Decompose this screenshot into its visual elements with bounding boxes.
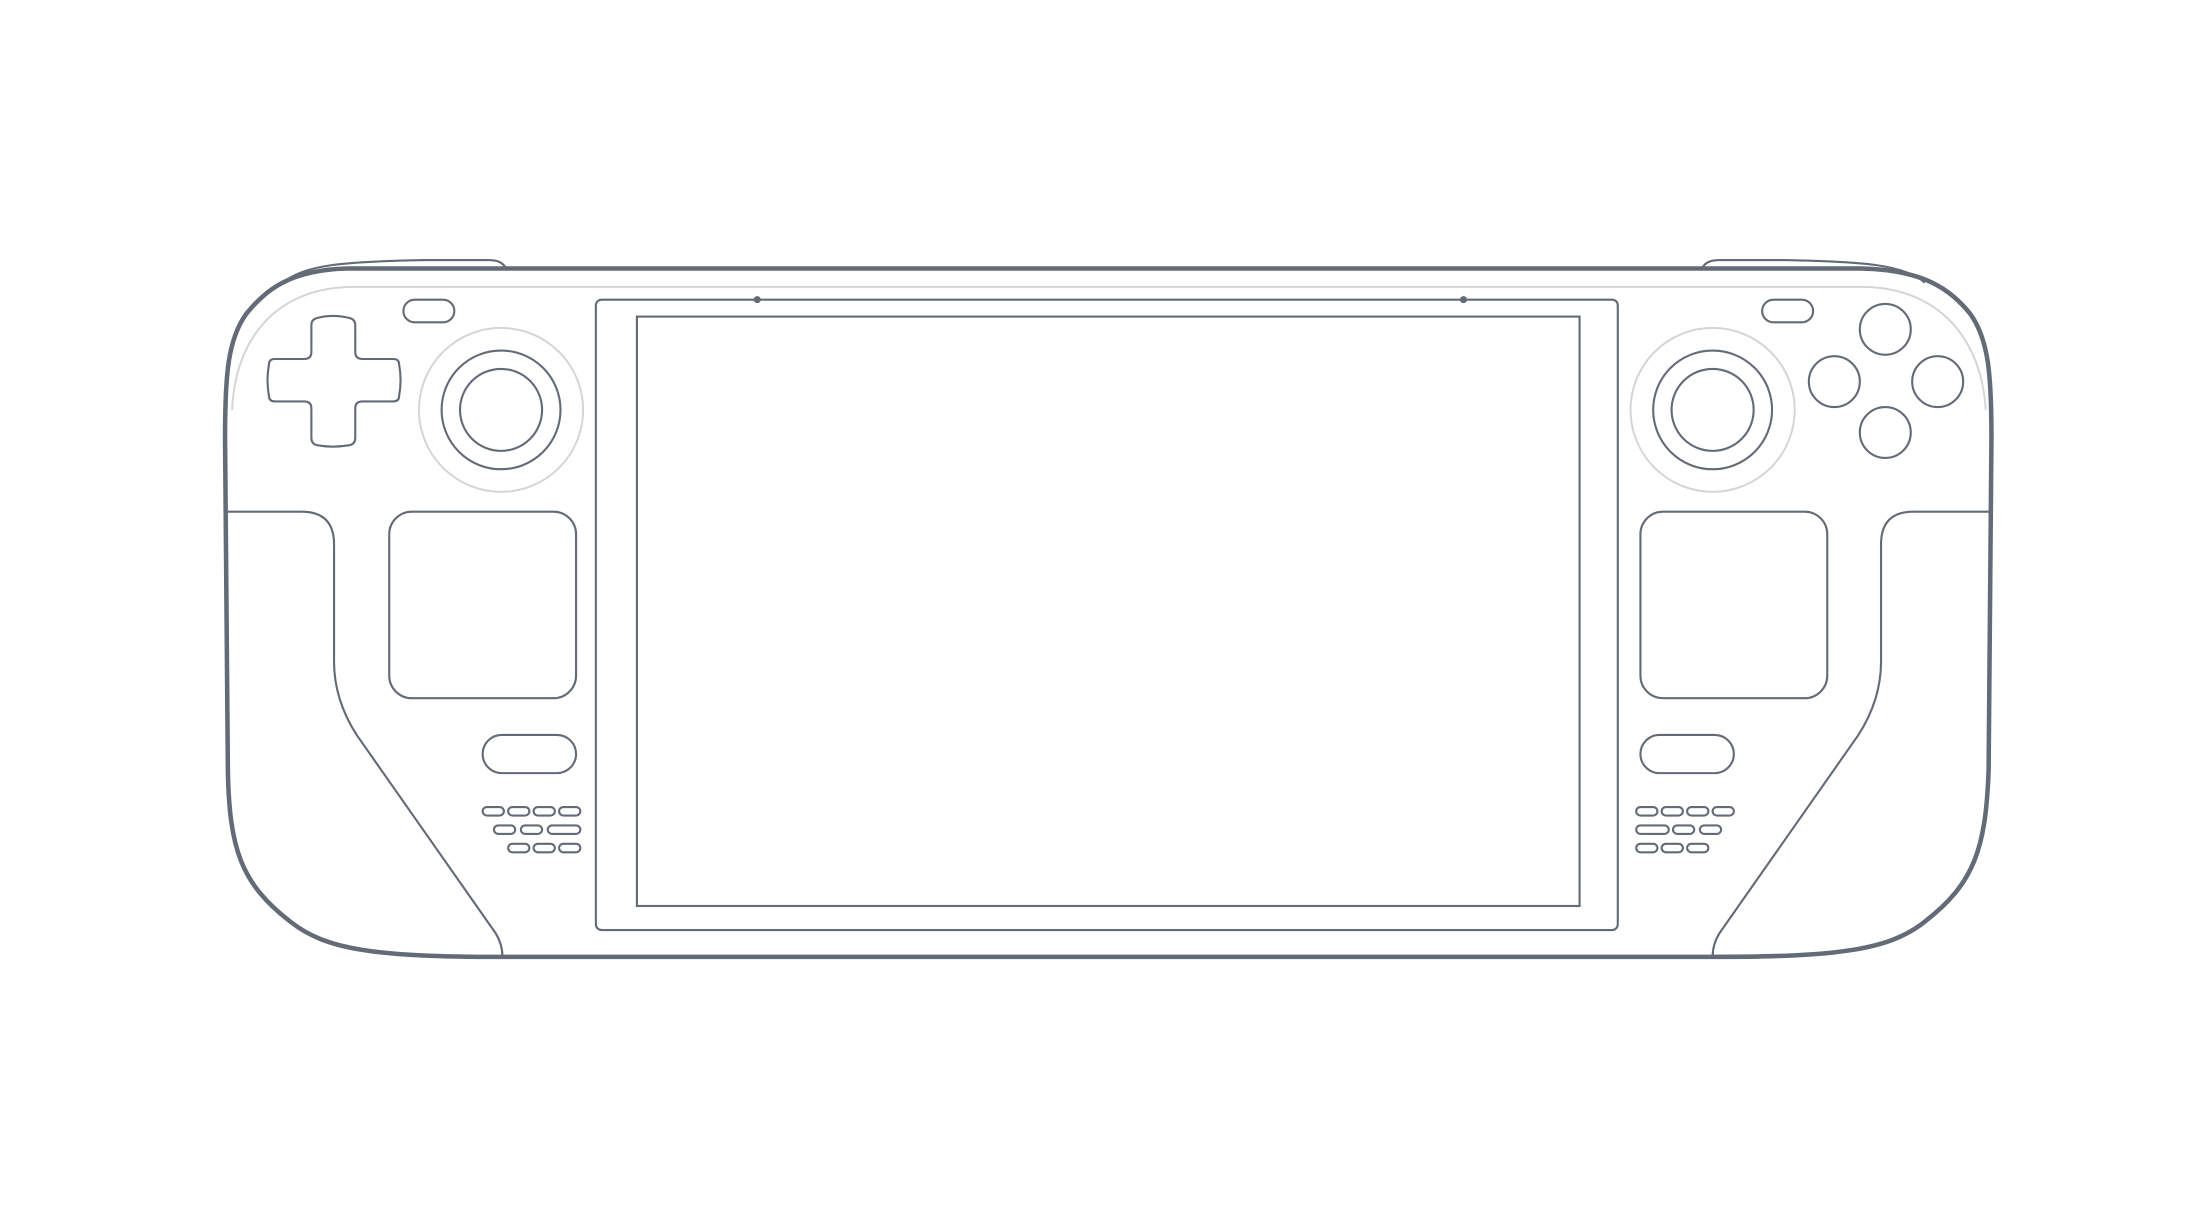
steam-button[interactable] <box>481 733 578 775</box>
right-grip-line <box>1711 510 1989 957</box>
right-speaker-grille <box>1635 805 1735 854</box>
right-trackpad[interactable] <box>1639 510 1829 700</box>
left-trackpad[interactable] <box>388 510 578 700</box>
left-shoulder-bumper <box>282 259 507 284</box>
right-thumbstick[interactable] <box>1652 349 1774 471</box>
left-speaker-grille <box>481 805 582 854</box>
left-thumbstick-guide <box>417 326 585 493</box>
left-thumbstick[interactable] <box>440 349 562 471</box>
x-button[interactable] <box>1807 355 1861 409</box>
body-inner-guide <box>231 285 1987 410</box>
screen-bezel <box>594 298 1619 932</box>
right-thumbstick-guide <box>1629 326 1796 493</box>
view-button[interactable] <box>402 298 456 324</box>
left-grip-line <box>227 510 504 957</box>
b-button[interactable] <box>1911 355 1965 409</box>
right-thumbstick-cap <box>1670 367 1755 452</box>
quick-access-button[interactable] <box>1639 733 1735 775</box>
screen <box>635 315 1581 908</box>
ambient-sensor-right <box>1459 296 1468 304</box>
y-button[interactable] <box>1858 302 1912 356</box>
a-button[interactable] <box>1858 405 1912 460</box>
menu-button[interactable] <box>1761 298 1815 324</box>
left-thumbstick-cap <box>458 367 544 452</box>
ambient-sensor-left <box>753 296 761 304</box>
dpad-icon[interactable] <box>266 314 402 448</box>
